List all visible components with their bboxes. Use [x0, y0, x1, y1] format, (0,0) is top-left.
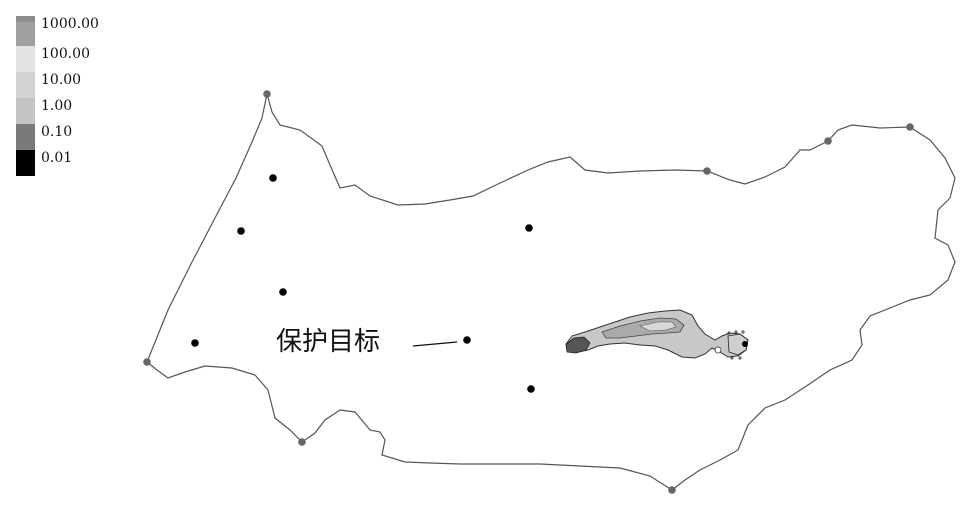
legend-item: 1.00 [16, 98, 136, 124]
legend-swatch [16, 46, 35, 72]
legend-swatch [16, 98, 35, 124]
legend-label: 1000.00 [41, 16, 99, 32]
receptor-point [279, 288, 287, 296]
receptor-point [237, 227, 245, 235]
legend-swatch [16, 72, 35, 98]
legend-item: 1000.00 [16, 16, 136, 46]
legend-swatch [16, 124, 35, 150]
protection-target-label: 保护目标 [276, 327, 381, 357]
plume-node [714, 346, 722, 354]
legend-item: 10.00 [16, 72, 136, 98]
receptor-point [269, 174, 277, 182]
legend-label: 100.00 [41, 46, 90, 62]
plume-core [639, 321, 677, 332]
plume-source [727, 333, 749, 356]
legend-item: 100.00 [16, 46, 136, 72]
boundary-station [824, 137, 832, 145]
target-leader-line [412, 341, 458, 347]
boundary-station [703, 167, 711, 175]
legend-swatch [16, 150, 35, 176]
boundary-station [263, 90, 271, 98]
boundary-station [143, 358, 151, 366]
boundary-stations [143, 90, 914, 494]
legend-swatch [16, 16, 35, 46]
legend-label: 1.00 [41, 98, 73, 114]
source-point [742, 341, 748, 347]
legend-label: 10.00 [41, 72, 82, 88]
receptor-points [191, 174, 535, 393]
boundary-station [668, 486, 676, 494]
legend-item: 0.10 [16, 124, 136, 150]
source-markers [727, 330, 745, 360]
legend-item: 0.01 [16, 150, 136, 176]
concentration-legend: 1000.00 100.00 10.00 1.00 0.10 0.01 [16, 16, 136, 176]
plume-dark-tail [565, 336, 591, 354]
pollutant-plume [565, 309, 749, 360]
receptor-point [191, 339, 199, 347]
boundary-station [298, 438, 306, 446]
legend-label: 0.10 [41, 124, 73, 140]
receptor-point [525, 224, 533, 232]
boundary-station [906, 123, 914, 131]
legend-label: 0.01 [41, 150, 73, 166]
protection-target-point [463, 336, 471, 344]
receptor-point [527, 385, 535, 393]
study-area-boundary [146, 93, 956, 491]
